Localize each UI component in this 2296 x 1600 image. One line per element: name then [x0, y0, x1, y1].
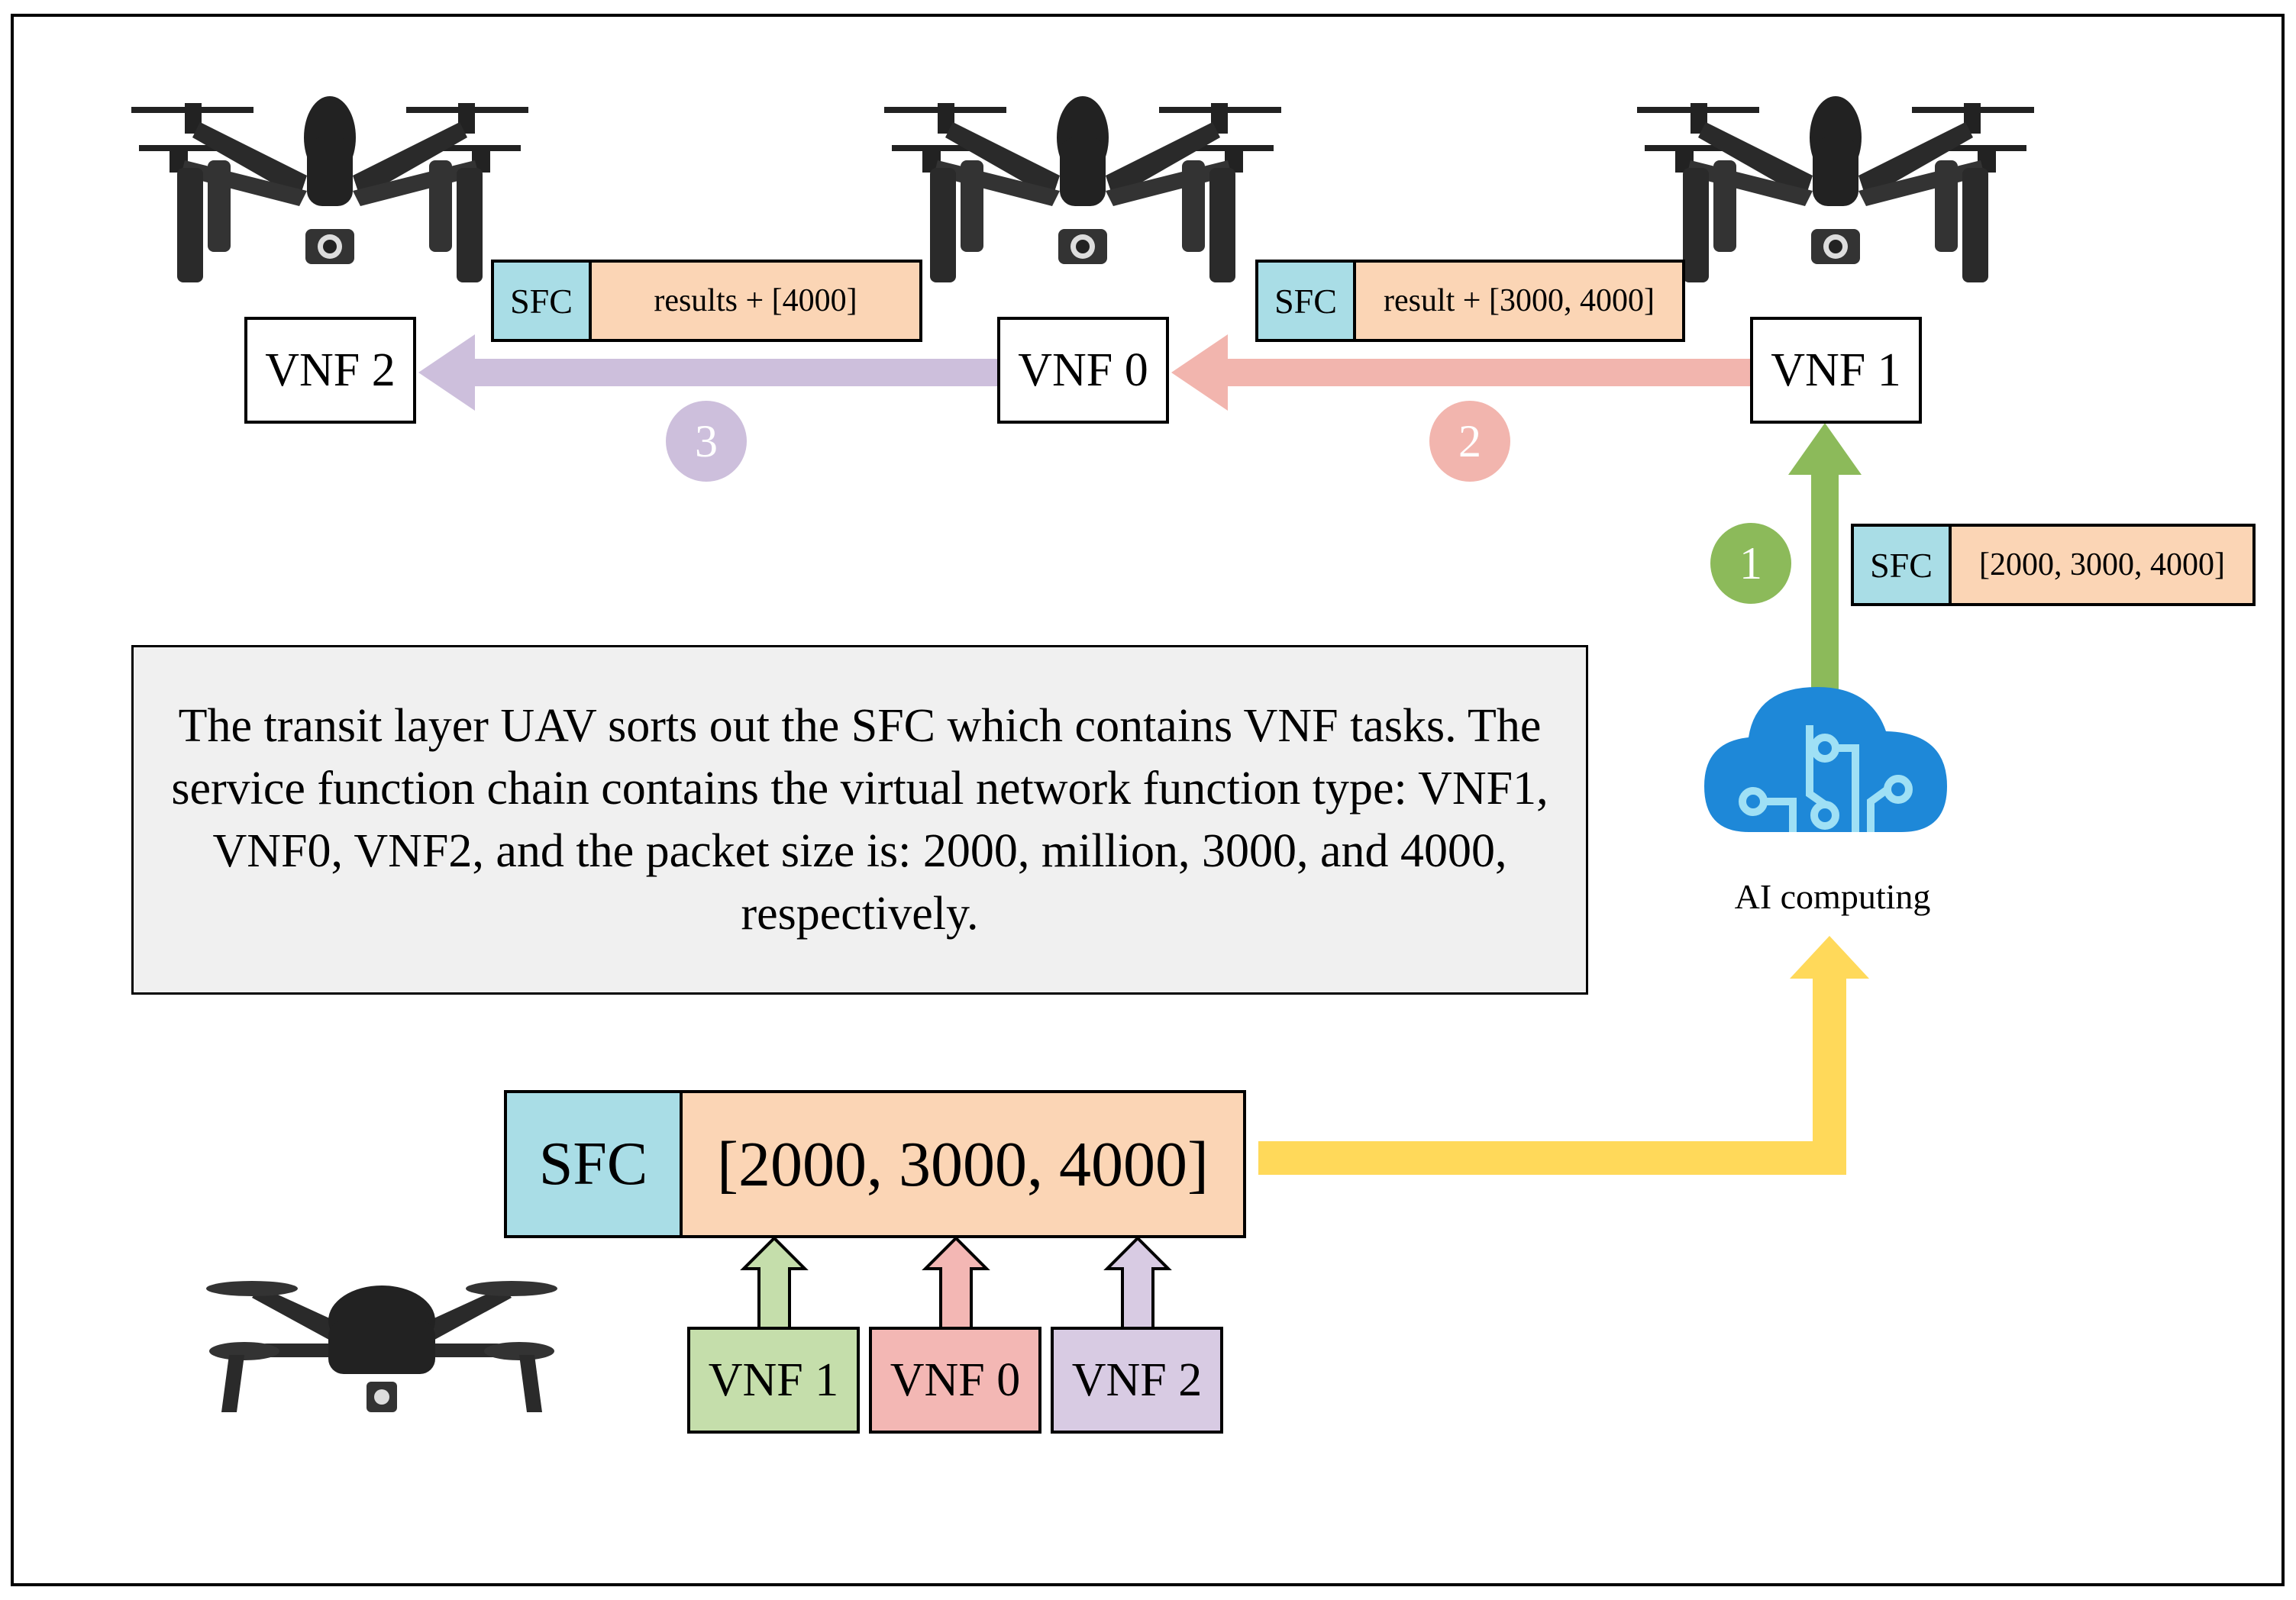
- sfc-label: SFC: [507, 1093, 683, 1235]
- vnf1-node: VNF 1: [1750, 317, 1922, 424]
- arrow-step-1: [1788, 423, 1862, 702]
- sfc-label: SFC: [494, 263, 592, 339]
- source-vnf2-box: VNF 2: [1051, 1327, 1223, 1434]
- uav-drone-middle: [884, 96, 1281, 282]
- up-arrow-vnf1: [740, 1236, 809, 1330]
- arrow-step-3: [418, 334, 999, 411]
- ai-cloud-icon: [1704, 687, 1947, 832]
- uav-drone-right: [1637, 96, 2034, 282]
- uav-drone-source: [206, 1281, 557, 1412]
- sfc-value: result + [3000, 4000]: [1384, 283, 1655, 318]
- vnf2-node: VNF 2: [244, 317, 416, 424]
- figure-border: [11, 14, 2285, 1586]
- description-box: The transit layer UAV sorts out the SFC …: [131, 645, 1588, 995]
- sfc-value: results + [4000]: [654, 283, 857, 318]
- uav-drone-left: [131, 96, 528, 282]
- sfc-main-bar: SFC [2000, 3000, 4000]: [504, 1090, 1246, 1238]
- arrow-sfc-to-ai: [1258, 936, 1869, 1175]
- step-badge-3: 3: [666, 401, 747, 482]
- ai-computing-label: AI computing: [1734, 877, 1931, 916]
- up-arrow-vnf2: [1103, 1236, 1172, 1330]
- vnf0-node: VNF 0: [997, 317, 1169, 424]
- sfc-tag-step2: SFC result + [3000, 4000]: [1255, 260, 1685, 342]
- sfc-value: [2000, 3000, 4000]: [717, 1128, 1209, 1200]
- up-arrow-vnf0: [922, 1236, 990, 1330]
- step-badge-2: 2: [1429, 401, 1510, 482]
- sfc-label: SFC: [1258, 263, 1356, 339]
- sfc-label: SFC: [1854, 527, 1952, 603]
- source-vnf0-box: VNF 0: [869, 1327, 1041, 1434]
- sfc-value: [2000, 3000, 4000]: [1979, 547, 2225, 582]
- sfc-tag-step1: SFC [2000, 3000, 4000]: [1851, 524, 2256, 606]
- arrow-step-2: [1171, 334, 1752, 411]
- source-vnf1-box: VNF 1: [687, 1327, 860, 1434]
- sfc-tag-step3: SFC results + [4000]: [491, 260, 922, 342]
- step-badge-1: 1: [1710, 523, 1791, 604]
